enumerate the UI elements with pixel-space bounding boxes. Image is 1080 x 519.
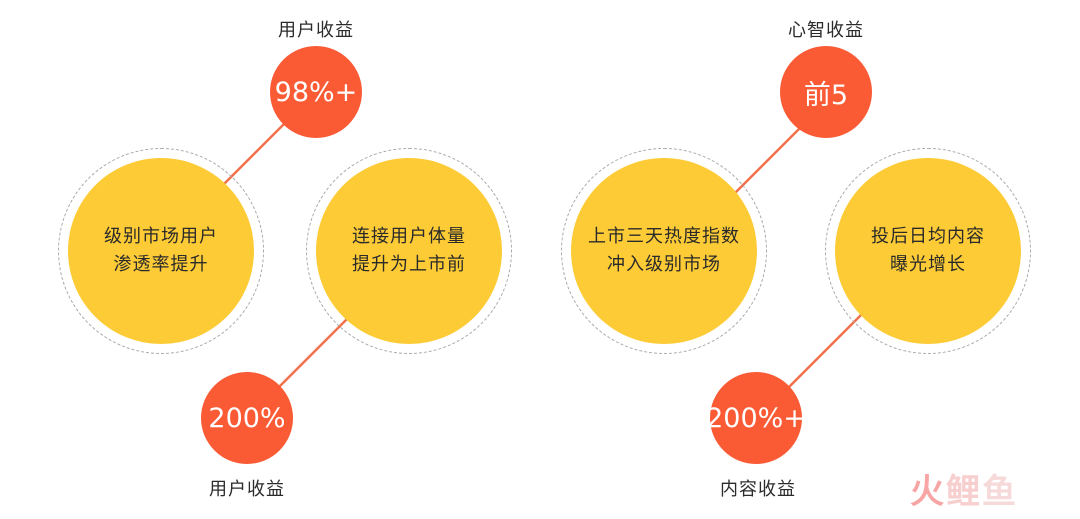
bubble-heat-index: 上市三天热度指数 冲入级别市场 xyxy=(571,158,757,344)
bubble-text-line-1: 投后日均内容 xyxy=(871,226,985,247)
bubble-text-line-1: 连接用户体量 xyxy=(352,226,466,247)
bubble-text-line-1: 级别市场用户 xyxy=(104,226,218,247)
bubble-text-line-1: 上市三天热度指数 xyxy=(588,226,740,247)
bottom-label-content-benefit: 内容收益 xyxy=(720,479,796,500)
dashed-ring-left-2 xyxy=(561,148,767,354)
bottom-label-user-benefit: 用户收益 xyxy=(209,479,285,500)
logo-char-2: 鲤 xyxy=(946,472,980,512)
badge-top-2: 前5 xyxy=(780,46,872,138)
badge-bottom-1: 200% xyxy=(201,372,293,464)
bubble-text-line-2: 提升为上市前 xyxy=(352,254,466,275)
bubble-market-penetration: 级别市场用户 渗透率提升 xyxy=(68,158,254,344)
badge-bottom-2: 200%+ xyxy=(706,372,806,464)
bubble-user-volume: 连接用户体量 提升为上市前 xyxy=(316,158,502,344)
top-label-user-benefit: 用户收益 xyxy=(278,20,354,41)
logo-char-1: 火 xyxy=(910,472,944,512)
bubble-text-line-2: 渗透率提升 xyxy=(113,254,209,275)
bubble-content-exposure: 投后日均内容 曝光增长 xyxy=(835,158,1021,344)
bubble-text-line-2: 曝光增长 xyxy=(890,254,966,275)
logo-char-3: 鱼 xyxy=(982,472,1016,512)
dashed-ring-left-1 xyxy=(58,148,264,354)
watermark-logo: 火 鲤 鱼 xyxy=(910,472,1016,512)
dashed-ring-right-1 xyxy=(306,148,512,354)
badge-top-1: 98%+ xyxy=(270,46,362,138)
bubble-text-line-2: 冲入级别市场 xyxy=(607,254,721,275)
dashed-ring-right-2 xyxy=(825,148,1031,354)
top-label-mind-benefit: 心智收益 xyxy=(788,20,864,41)
